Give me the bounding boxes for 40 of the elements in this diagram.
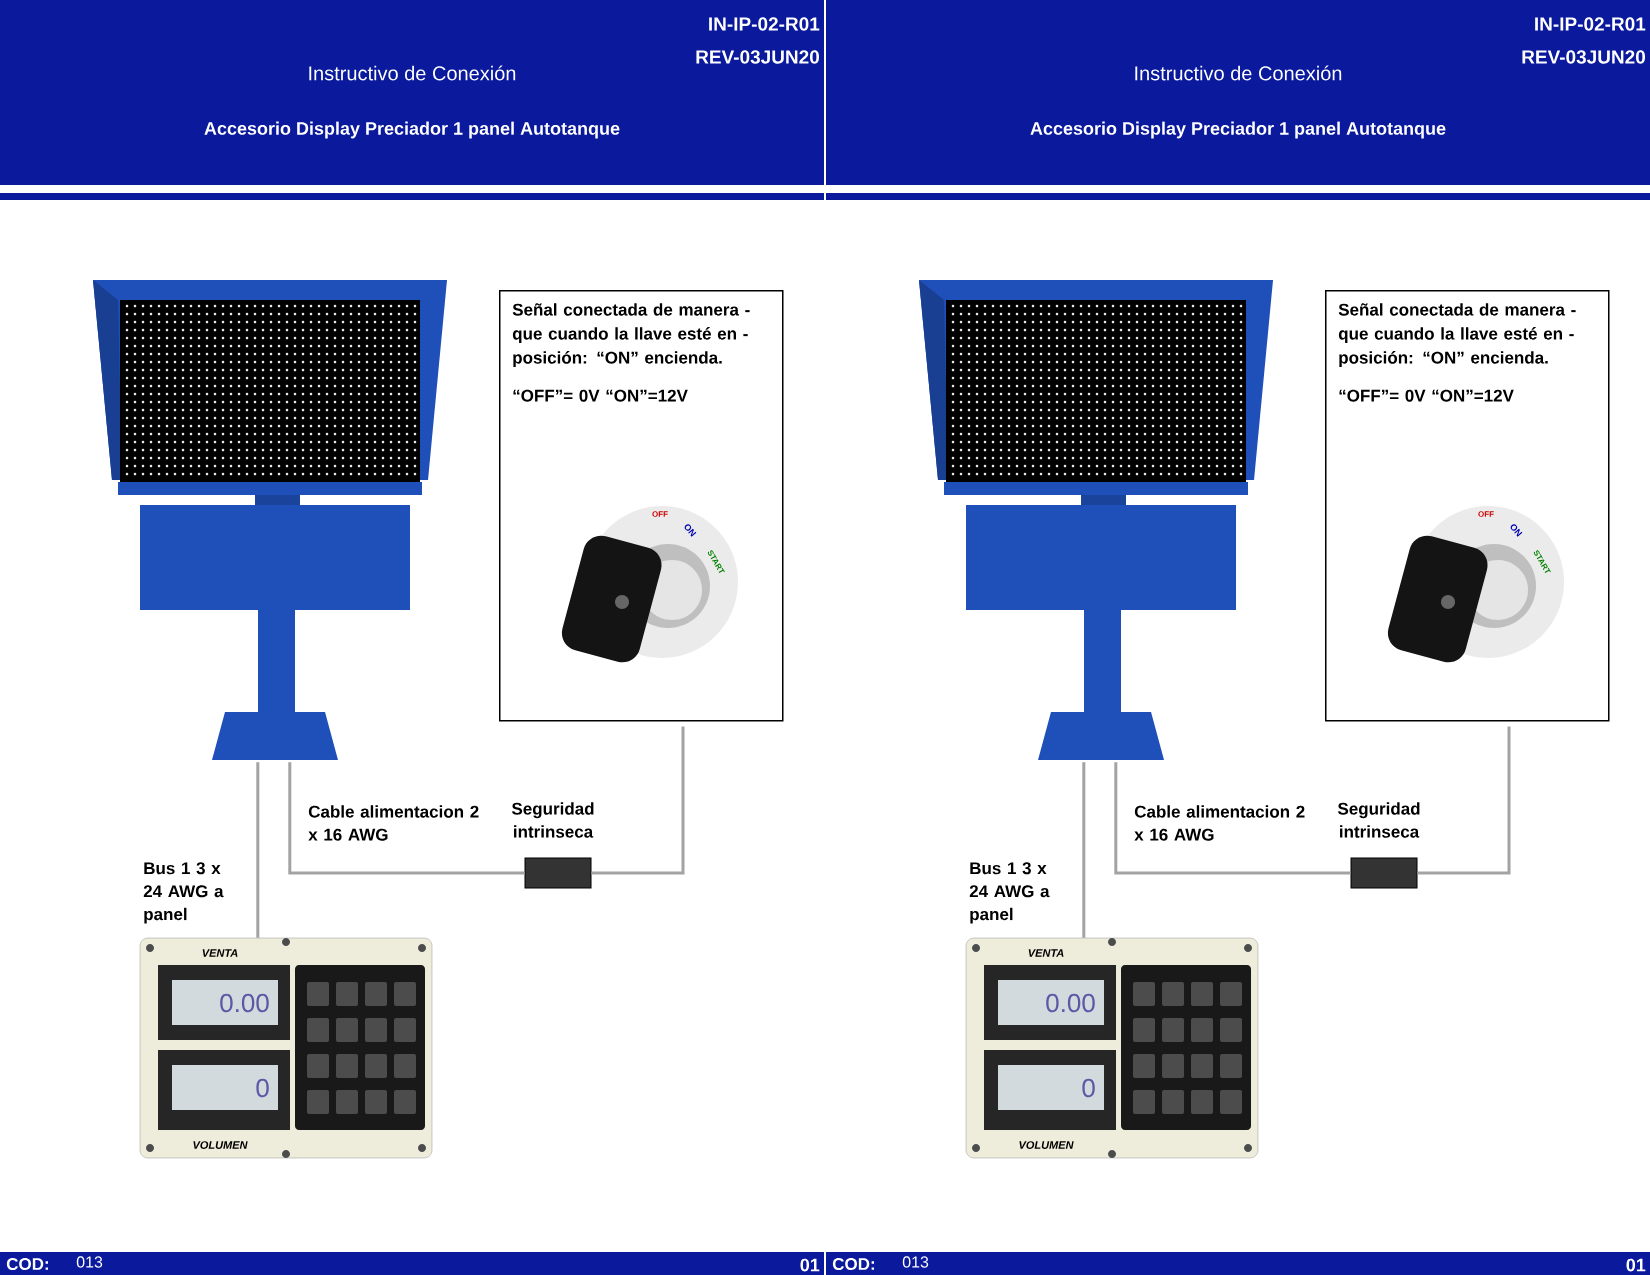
switch-position-label: ON xyxy=(684,524,697,537)
revision-text: REV-03JUN20 xyxy=(1522,50,1645,64)
cable-line xyxy=(591,726,685,875)
header-title: Instructivo de Conexión xyxy=(309,65,516,81)
display-sign-drawing xyxy=(93,280,447,760)
switch-position-label: OFF xyxy=(1478,511,1494,517)
switch-position-label: ON xyxy=(1510,524,1523,537)
page-number: 01 xyxy=(800,1258,820,1272)
cable-line xyxy=(288,762,525,875)
document-code: IN-IP-02-R01 xyxy=(1535,17,1646,31)
switch-position-label: OFF xyxy=(652,511,668,517)
footer-code-value: 013 xyxy=(76,1256,103,1268)
footer-code-label: COD: xyxy=(832,1258,874,1271)
page-number: 01 xyxy=(1626,1258,1646,1272)
cable-label: Bus 1 3 x 24 AWG a panel xyxy=(969,862,1050,924)
cable-label: Cable alimentacion 2 x 16 AWG xyxy=(1134,805,1305,841)
display-reading: 0.00 xyxy=(220,993,269,1013)
module-label: Seguridad intrinseca xyxy=(1337,802,1420,838)
display-reading: 0 xyxy=(256,1078,269,1098)
cable-line xyxy=(1082,762,1086,938)
console-label: VOLUMEN xyxy=(1019,1141,1074,1149)
footer-code-value: 013 xyxy=(902,1256,929,1268)
header-subtitle: Accesorio Display Preciador 1 panel Autotanque xyxy=(1030,121,1446,139)
display-reading: 0 xyxy=(1082,1078,1095,1098)
header-title: Instructivo de Conexión xyxy=(1135,65,1342,81)
cable-line xyxy=(1417,726,1511,875)
console-label: VENTA xyxy=(1028,949,1064,957)
footer-code-label: COD: xyxy=(6,1258,48,1271)
cable-label: Cable alimentacion 2 x 16 AWG xyxy=(308,805,479,841)
display-sign-drawing xyxy=(919,280,1273,760)
console-label: VOLUMEN xyxy=(193,1141,248,1149)
module-label: Seguridad intrinseca xyxy=(511,802,594,838)
cable-label: Bus 1 3 x 24 AWG a panel xyxy=(143,862,224,924)
header-subtitle: Accesorio Display Preciador 1 panel Autotanque xyxy=(204,121,620,139)
cable-line xyxy=(256,762,260,938)
document-code: IN-IP-02-R01 xyxy=(709,17,820,31)
display-reading: 0.00 xyxy=(1046,993,1095,1013)
console-label: VENTA xyxy=(202,949,238,957)
cable-line xyxy=(1114,762,1351,875)
revision-text: REV-03JUN20 xyxy=(696,50,819,64)
